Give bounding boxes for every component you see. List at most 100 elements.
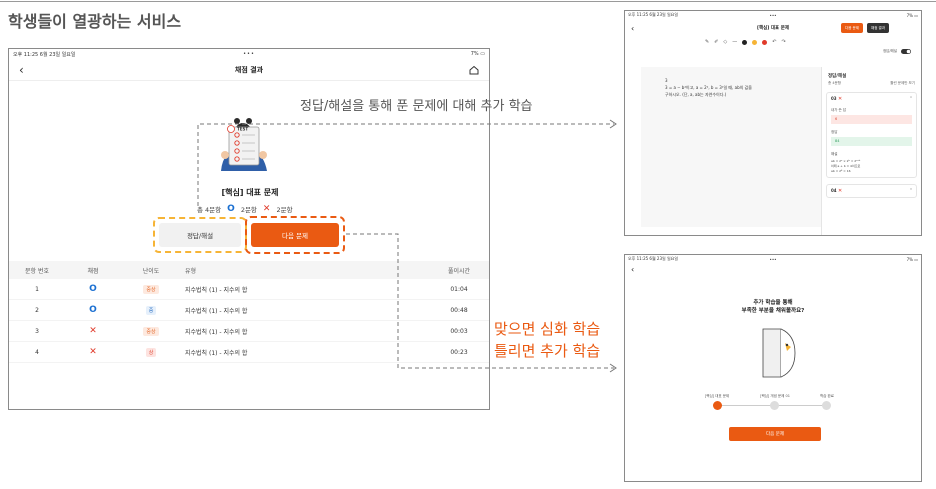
status-time: 오후 11:25 6월 23일 일요일 — [13, 51, 76, 58]
header-number: 문항 번호 — [25, 267, 49, 275]
table-header: 문항 번호 채점 난이도 유형 풀이시간 — [9, 261, 489, 279]
solution-line: ab = 2⁴ = 16 — [831, 169, 851, 173]
solution-line: 이때 a + b = 4이므로 — [831, 164, 861, 168]
row-type: 지수법칙 (1) - 지수의 합 — [185, 349, 248, 357]
step-3-label: 학습 완료 — [820, 394, 834, 398]
question-03-card[interactable]: 03 ✕ ˄ 내가 쓴 답 6 정답 84 해설 ab = 2ᵃ × 2ᵇ = … — [826, 92, 917, 178]
row-difficulty: 중상 — [121, 326, 181, 336]
card-number: 03 — [831, 96, 837, 101]
back-arrow-icon[interactable]: ‹ — [631, 23, 635, 33]
home-icon[interactable] — [469, 60, 479, 79]
status-dots: ••• — [243, 51, 255, 57]
row-type: 지수법칙 (1) - 지수의 합 — [185, 328, 248, 336]
result-summary: 총 4문항 O 2문항 ✕ 2문항 — [197, 204, 293, 214]
back-arrow-icon[interactable]: ‹ — [19, 62, 24, 77]
student-test-illustration: TEST — [221, 118, 267, 171]
row-difficulty: 중 — [121, 305, 181, 315]
table-row[interactable]: 4 ✕ 상 지수법칙 (1) - 지수의 합 00:23 — [9, 342, 489, 363]
header-time: 풀이시간 — [447, 267, 471, 275]
wrong-x-icon: ✕ — [89, 347, 97, 357]
answer-explanation-button[interactable]: 정답/해설 — [159, 223, 241, 247]
row-mark: O — [65, 284, 121, 294]
correct-circle-icon: O — [89, 305, 97, 315]
my-answer-value: 6 — [831, 115, 912, 124]
nav-bar: ‹ [핵심] 대표 문제 다음 문제 채점 결과 — [625, 19, 921, 37]
next-problem-button[interactable]: 다음 문제 — [841, 23, 863, 33]
status-dots: ••• — [769, 256, 777, 262]
status-time: 오후 11:25 6월 23일 일요일 — [628, 256, 679, 261]
redo-icon[interactable]: ↷ — [781, 39, 786, 45]
solution-line: ab = 2ᵃ × 2ᵇ = 2ᵃ⁺ᵇ — [831, 159, 861, 163]
row-mark: ✕ — [65, 347, 121, 357]
answer-toggle-row: 정답/해설 — [625, 47, 921, 55]
color-black-icon[interactable] — [742, 39, 748, 45]
my-answer-label: 내가 쓴 답 — [831, 108, 847, 112]
top-divider — [0, 1, 936, 2]
table-row[interactable]: 1 O 중상 지수법칙 (1) - 지수의 합 01:04 — [9, 279, 489, 300]
problem-title: [핵심] 대표 문제 — [221, 188, 279, 197]
row-type: 지수법칙 (1) - 지수의 합 — [185, 286, 248, 294]
toggle-switch-icon[interactable] — [901, 48, 911, 54]
chevron-down-icon[interactable]: ˅ — [910, 188, 912, 193]
status-battery: 7% ▭ — [906, 256, 918, 262]
nav-bar: ‹ 채점 결과 — [9, 59, 489, 81]
next-problem-button[interactable]: 다음 문제 — [729, 427, 821, 441]
question-line1: 3 = a − b⁴이고, a = 2², b = 3²일 때, ab의 값을 — [665, 85, 752, 90]
status-battery: 7% ▭ — [470, 51, 485, 57]
wrong-x-icon: ✕ — [837, 188, 843, 194]
status-bar: 오후 11:25 6월 23일 일요일 ••• 7% ▭ — [625, 11, 921, 19]
table-row[interactable]: 3 ✕ 중상 지수법칙 (1) - 지수의 합 00:03 — [9, 321, 489, 342]
wrong-x-icon: ✕ — [837, 96, 843, 102]
correct-circle-icon: O — [227, 204, 235, 214]
heading-line1: 추가 학습을 통해 — [753, 300, 793, 306]
step-2-indicator — [770, 401, 779, 410]
line-thin-icon[interactable]: — — [732, 39, 738, 45]
eraser-icon[interactable]: ◇ — [723, 39, 728, 45]
status-bar: 오후 11:25 6월 23일 일요일 ••• 7% ▭ — [9, 49, 489, 59]
heading-line2: 부족한 부분을 채워볼까요? — [741, 308, 805, 314]
card-number: 04 — [831, 188, 837, 193]
back-arrow-icon[interactable]: ‹ — [631, 265, 635, 274]
row-mark: O — [65, 305, 121, 315]
only-wrong-toggle[interactable]: 틀린 문제만 보기 — [890, 81, 915, 85]
color-yellow-icon[interactable] — [752, 39, 758, 45]
undo-icon[interactable]: ↶ — [772, 39, 777, 45]
answer-label: 정답 — [831, 130, 838, 134]
solution-panel: 정답/해설 총 4문항 틀린 문제만 보기 03 ✕ ˄ 내가 쓴 답 6 정답… — [821, 67, 921, 235]
difficulty-badge: 중 — [145, 305, 157, 315]
question-text: 3 3 = a − b⁴이고, a = 2², b = 3²일 때, ab의 값… — [665, 77, 752, 98]
row-time: 00:23 — [450, 348, 468, 356]
row-number: 1 — [35, 285, 39, 293]
color-red-icon[interactable] — [762, 39, 768, 45]
correct-count: 2문항 — [240, 206, 257, 214]
additional-study-screen: 오후 11:25 6월 23일 일요일 ••• 7% ▭ ‹ 추가 학습을 통해… — [624, 254, 922, 482]
question-04-card[interactable]: 04 ✕ ˅ — [826, 184, 917, 198]
question-area: 3 3 = a − b⁴이고, a = 2², b = 3²일 때, ab의 값… — [641, 67, 821, 227]
highlighter-icon[interactable]: ✐ — [714, 39, 719, 45]
step-2-label: [핵심] 개념 문제 01 — [760, 394, 790, 398]
study-heading: 추가 학습을 통해 부족한 부분을 채워볼까요? — [625, 299, 921, 315]
row-difficulty: 중상 — [121, 284, 181, 294]
pen-icon[interactable]: ✎ — [705, 39, 710, 45]
page-title: 채점 결과 — [234, 65, 264, 74]
row-number: 3 — [35, 327, 39, 335]
grading-result-button[interactable]: 채점 결과 — [867, 23, 889, 33]
result-table: 문항 번호 채점 난이도 유형 풀이시간 1 O 중상 지수법칙 (1) - 지… — [9, 261, 489, 363]
wrong-x-icon: ✕ — [262, 204, 271, 214]
next-problem-button[interactable]: 다음 문제 — [251, 223, 339, 247]
annotation-additional-study: 정답/해설을 통해 푼 문제에 대해 추가 학습 — [300, 99, 533, 114]
table-row[interactable]: 2 O 중 지수법칙 (1) - 지수의 합 00:48 — [9, 300, 489, 321]
next-button-highlight — [245, 216, 345, 254]
header-difficulty: 난이도 — [142, 267, 160, 275]
status-dots: ••• — [769, 12, 777, 18]
row-time: 00:48 — [450, 306, 468, 314]
panel-total: 총 4문항 — [828, 81, 841, 85]
chevron-up-icon[interactable]: ˄ — [910, 96, 912, 101]
wrong-x-icon: ✕ — [89, 326, 97, 336]
question-line2: 구하시오. (단, a, ab는 자연수이다.) — [665, 92, 727, 97]
header-grade: 채점 — [87, 267, 99, 275]
page-title: [핵심] 대표 문제 — [756, 26, 790, 31]
status-time: 오후 11:25 6월 23일 일요일 — [628, 12, 679, 17]
panel-subbar: 총 4문항 틀린 문제만 보기 — [822, 81, 921, 86]
step-3-indicator — [822, 401, 831, 410]
